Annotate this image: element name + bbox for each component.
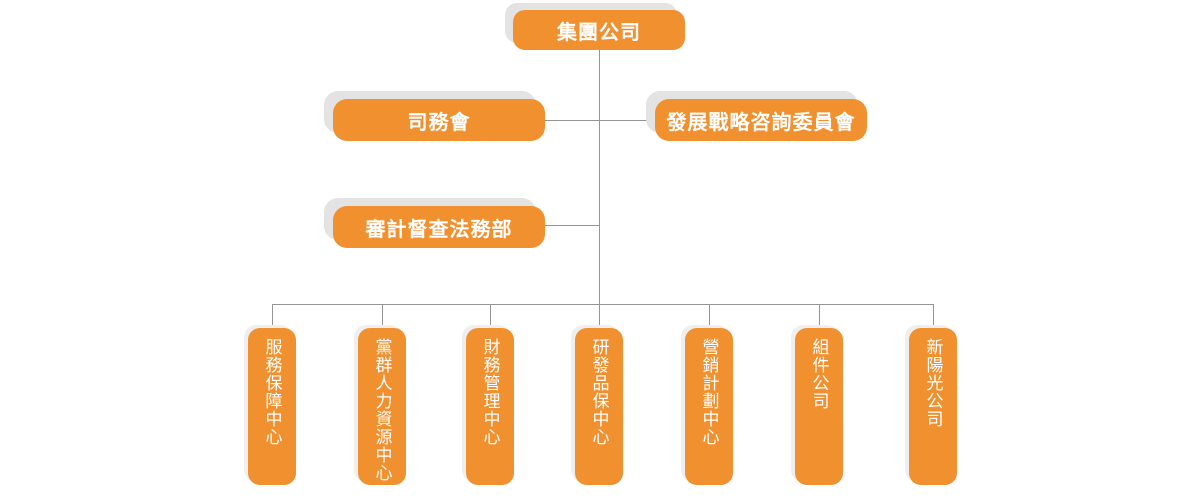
connector-stub-1	[272, 304, 273, 328]
node-party-hr-center-label: 黨群人力資源中心	[372, 338, 392, 482]
connector-level2-horizontal	[545, 120, 655, 121]
node-marketing-planning-center-label: 營銷計劃中心	[699, 338, 719, 446]
node-finance-management-center-label: 財務管理中心	[480, 338, 500, 446]
node-new-sunshine-company: 新陽光公司	[909, 328, 957, 485]
node-development-strategy-committee-label: 發展戰略咨詢委員會	[666, 111, 856, 134]
connector-level3-horizontal	[545, 225, 599, 226]
node-development-strategy-committee: 發展戰略咨詢委員會	[655, 99, 867, 141]
node-group-company-label: 集團公司	[557, 21, 641, 44]
connector-stub-6	[819, 304, 820, 328]
node-rd-quality-center-label: 研發品保中心	[589, 338, 609, 446]
node-service-support-center-label: 服務保障中心	[262, 338, 282, 446]
node-audit-supervision-legal-dept: 審計督查法務部	[333, 206, 545, 248]
node-finance-management-center: 財務管理中心	[466, 328, 514, 485]
node-party-hr-center: 黨群人力資源中心	[358, 328, 406, 485]
connector-stub-7	[933, 304, 934, 328]
connector-main-vertical	[599, 50, 600, 304]
node-components-company-label: 組件公司	[809, 338, 829, 410]
connector-stub-5	[709, 304, 710, 328]
node-group-company: 集團公司	[513, 10, 685, 50]
node-components-company: 組件公司	[795, 328, 843, 485]
connector-stub-4	[599, 304, 600, 328]
connector-stub-3	[490, 304, 491, 328]
node-council-office: 司務會	[333, 99, 545, 141]
connector-stub-2	[382, 304, 383, 328]
node-council-office-label: 司務會	[407, 111, 471, 134]
node-rd-quality-center: 研發品保中心	[575, 328, 623, 485]
connector-bottom-horizontal	[272, 304, 933, 305]
node-service-support-center: 服務保障中心	[248, 328, 296, 485]
node-new-sunshine-company-label: 新陽光公司	[923, 338, 943, 428]
node-audit-supervision-legal-dept-label: 審計督查法務部	[365, 218, 513, 241]
node-marketing-planning-center: 營銷計劃中心	[685, 328, 733, 485]
